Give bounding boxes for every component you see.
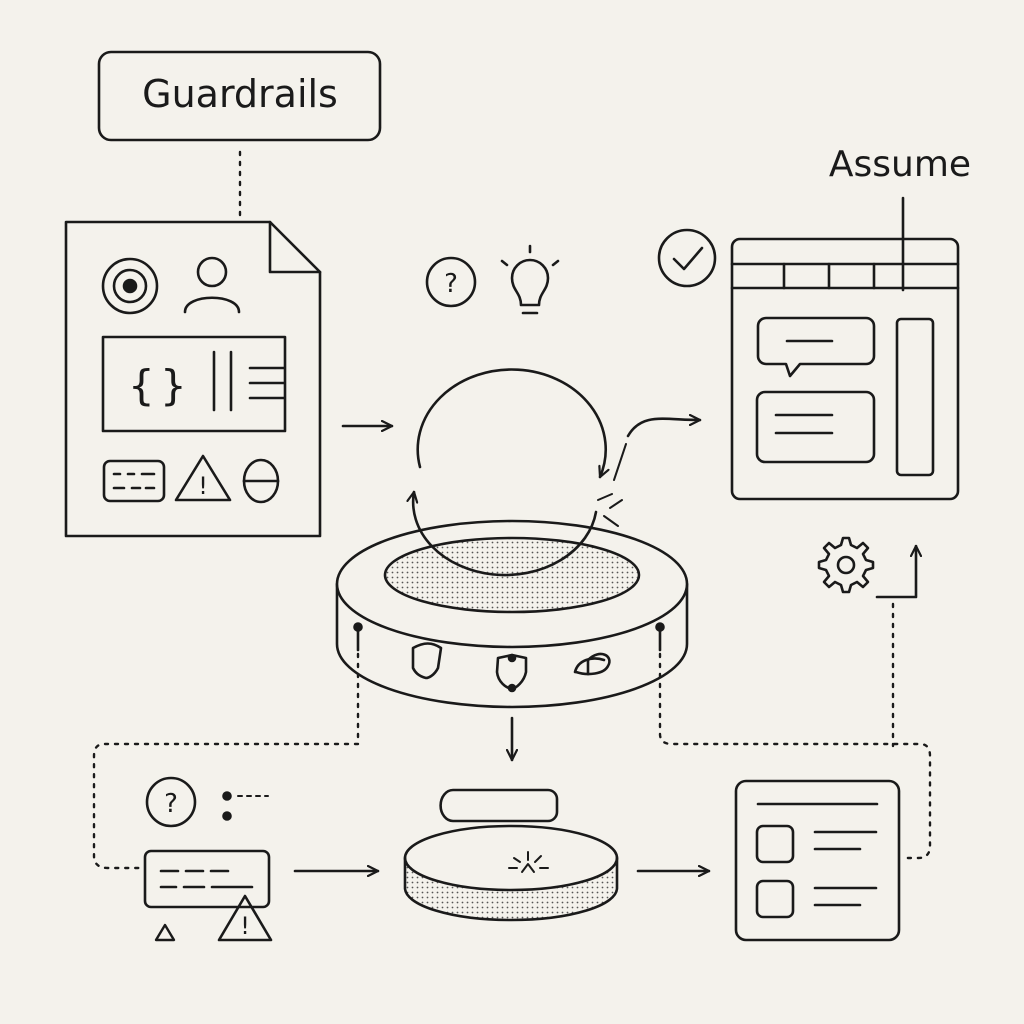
app-window [730,237,960,501]
chat-bubble-icon [756,316,876,378]
svg-text:?: ? [164,789,178,819]
arrow-icon [875,544,916,599]
shield-icon [495,653,528,693]
cycle-arrow-icon [416,368,606,479]
lightbulb-icon [500,244,560,315]
warning-icon: ! [174,454,232,502]
keyboard-icon [102,459,166,503]
assume-label: Assume [829,144,971,185]
shield-icon [411,642,443,680]
svg-text:!: ! [198,472,208,500]
svg-text:!: ! [240,912,250,940]
brace-right-glyph: } [160,361,187,410]
warning-icon: ! [217,894,273,942]
arrow-icon [626,419,702,438]
central-ring [335,519,689,709]
dotted-connector [92,652,360,870]
cycle-arrow-icon [413,490,598,577]
question-icon: ? [145,776,197,828]
text-card [755,390,876,464]
dotted-connector [658,652,932,860]
check-icon [657,228,717,288]
gear-icon [817,536,875,594]
guardrails-title: Guardrails [142,72,338,116]
theta-icon [242,458,280,504]
brace-left-glyph: { [128,361,155,410]
question-icon: ? [425,256,477,308]
notice-card [143,849,271,909]
menu-dots-icon [222,791,269,821]
guardrails-document: { } ! [64,220,322,538]
spark-icon [508,851,549,873]
storage-drum [403,788,619,922]
user-icon [183,256,241,314]
code-panel [101,335,287,433]
list-icon [212,350,286,412]
target-icon [101,257,159,315]
link-icon [573,652,611,676]
spark-icon [597,443,627,527]
svg-text:?: ? [444,269,458,299]
guardrails-label-box: Guardrails [97,50,382,142]
side-panel [895,317,935,477]
list-card [734,779,901,942]
warning-icon [154,923,176,942]
